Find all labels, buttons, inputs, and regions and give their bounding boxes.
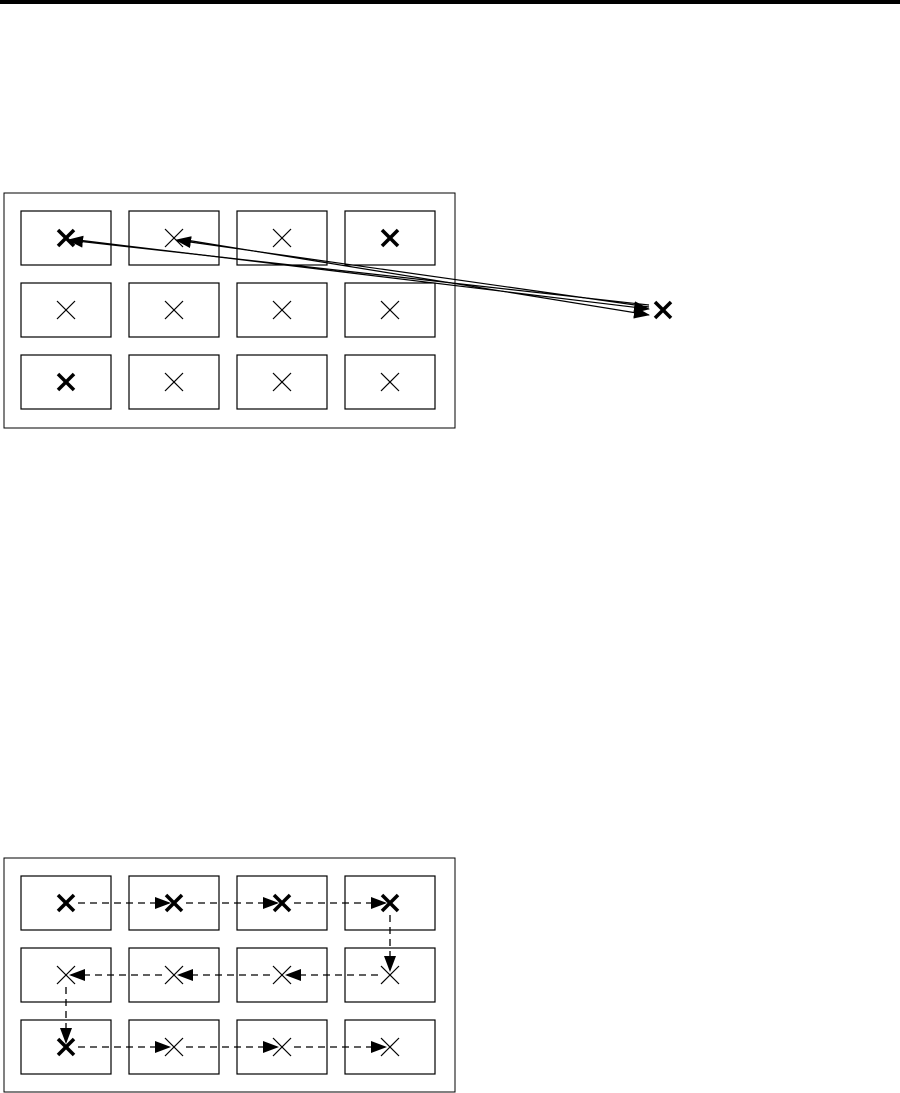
bottom-bold-cross-mark bbox=[58, 895, 74, 911]
top-cross-mark bbox=[57, 301, 75, 319]
top-cross-mark bbox=[165, 229, 183, 247]
top-cross-mark bbox=[381, 301, 399, 319]
top-bold-cross-mark bbox=[382, 230, 398, 246]
top-bold-cross-mark bbox=[58, 230, 74, 246]
top-bold-cross-mark bbox=[58, 374, 74, 390]
diagram-top bbox=[4, 193, 671, 428]
top-cross-mark bbox=[273, 301, 291, 319]
diagram-bottom bbox=[4, 858, 455, 1092]
top-cross-mark bbox=[273, 373, 291, 391]
top-arrow-to-cell bbox=[176, 240, 649, 307]
top-cross-mark bbox=[381, 373, 399, 391]
top-cross-mark bbox=[165, 301, 183, 319]
top-cross-mark bbox=[273, 229, 291, 247]
top-cross-mark bbox=[165, 373, 183, 391]
external-bold-cross-mark bbox=[655, 302, 671, 318]
top-frame bbox=[4, 193, 455, 428]
